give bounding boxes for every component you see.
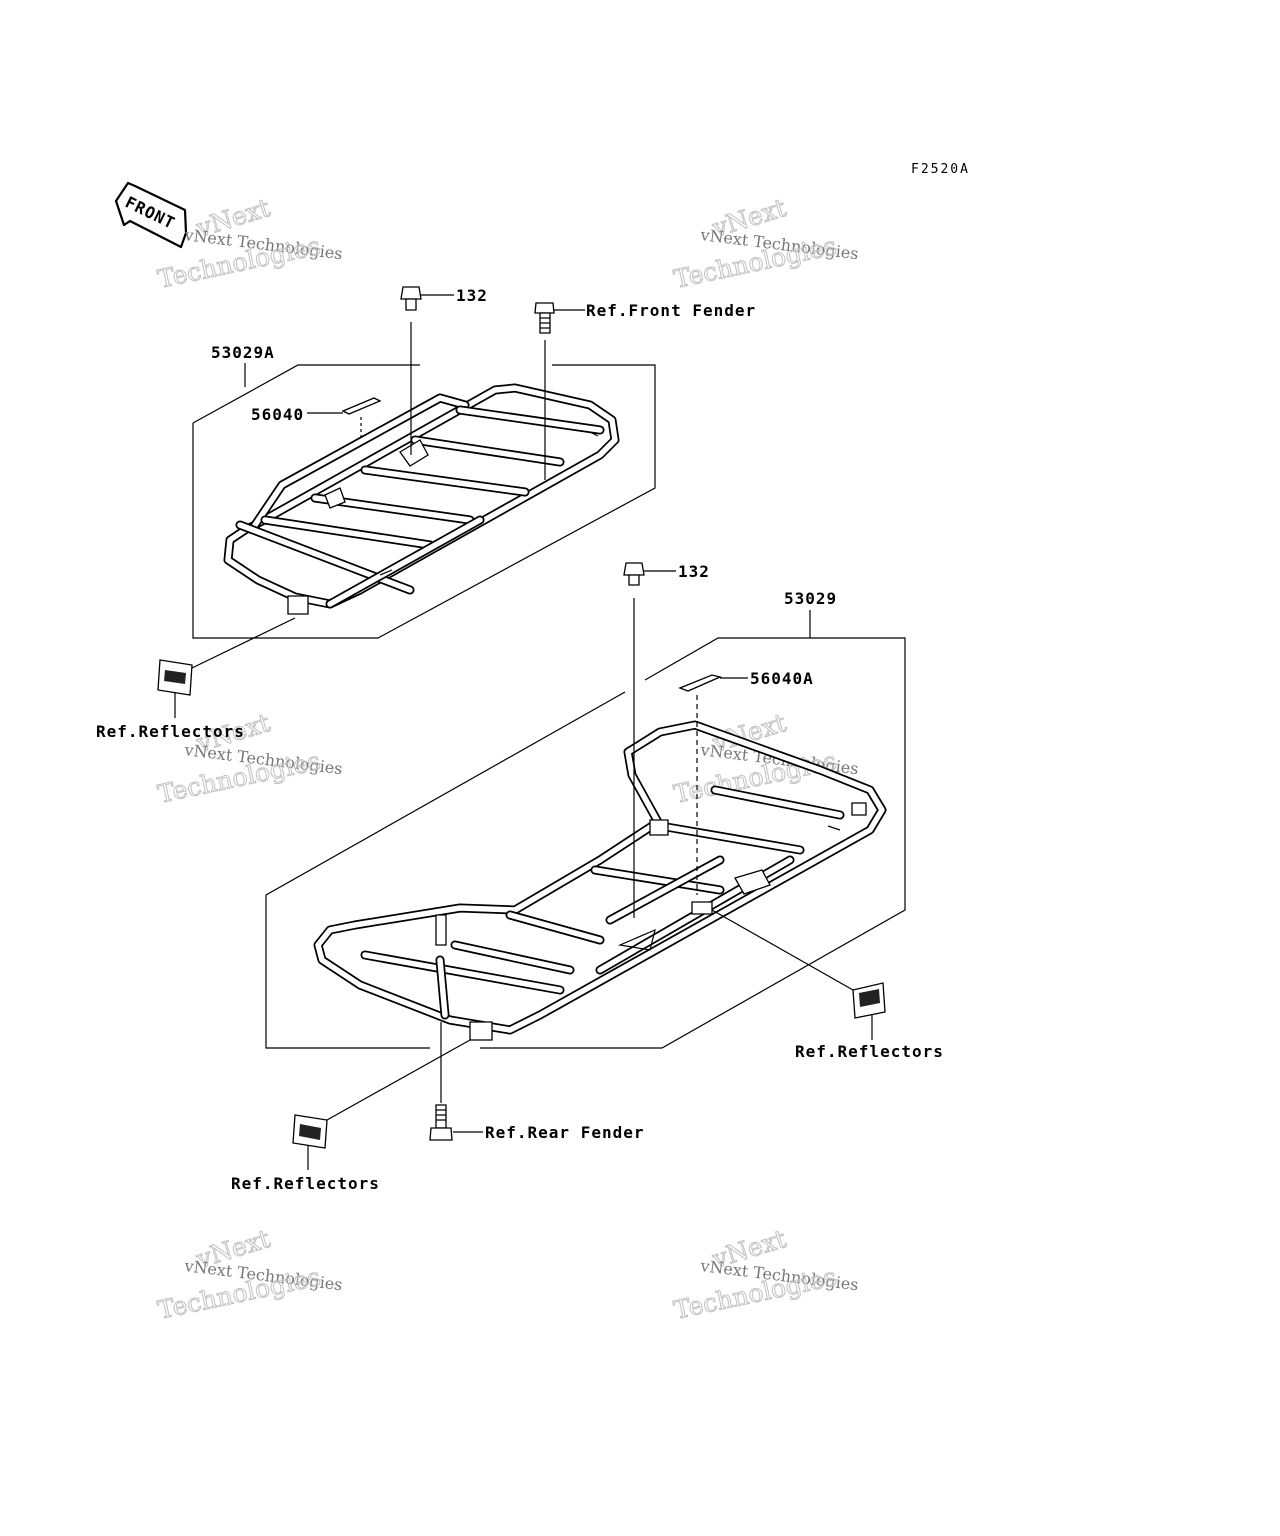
callout-bottom-reflectors: Ref.Reflectors (231, 1174, 380, 1193)
top-reflector-icon (157, 659, 193, 696)
front-arrow-icon: FRONT (114, 181, 188, 249)
watermark-bottom-left: vNext vNext Technologies Technologies (155, 1224, 344, 1326)
front-rack-frame (223, 383, 620, 615)
right-reflector-icon (852, 982, 886, 1019)
watermark-bottom-right: vNext vNext Technologies Technologies (671, 1224, 860, 1326)
rear-rack-frame (313, 720, 887, 1041)
callout-top-reflectors: Ref.Reflectors (96, 722, 245, 741)
watermark-top-right: vNext vNext Technologies Technologies (671, 193, 860, 295)
callout-53029: 53029 (784, 589, 837, 608)
rear-rack-boundary (265, 610, 906, 1049)
callout-132-top: 132 (456, 286, 488, 305)
callout-132-rear: 132 (678, 562, 710, 581)
callout-ref-front-fender: Ref.Front Fender (586, 301, 756, 320)
top-bolt-icon (400, 286, 422, 311)
bottom-reflector-icon (292, 1114, 328, 1149)
front-rack-label-sticker (341, 397, 382, 415)
rear-fender-bolt-icon (429, 1104, 453, 1141)
callout-56040: 56040 (251, 405, 304, 424)
front-rack-group: 56040 132 Ref.Front Fender 53029A Ref.Re… (96, 286, 756, 741)
watermark-mid-left: vNext vNext Technologies Technologies (155, 708, 344, 810)
rear-bolt-icon (623, 562, 645, 586)
front-rack-boundary (192, 363, 656, 639)
diagram-code: F2520A (911, 162, 970, 177)
callout-right-reflectors: Ref.Reflectors (795, 1042, 944, 1061)
rear-rack-group: 56040A 132 53029 Ref.Reflectors Ref.Rear (231, 562, 944, 1193)
callout-ref-rear-fender: Ref.Rear Fender (485, 1123, 645, 1142)
rear-rack-label-sticker (678, 674, 723, 692)
front-fender-bolt-icon (534, 302, 555, 334)
front-arrow-text: FRONT (122, 193, 178, 233)
callout-56040A: 56040A (750, 669, 814, 688)
callout-53029A: 53029A (211, 343, 275, 362)
